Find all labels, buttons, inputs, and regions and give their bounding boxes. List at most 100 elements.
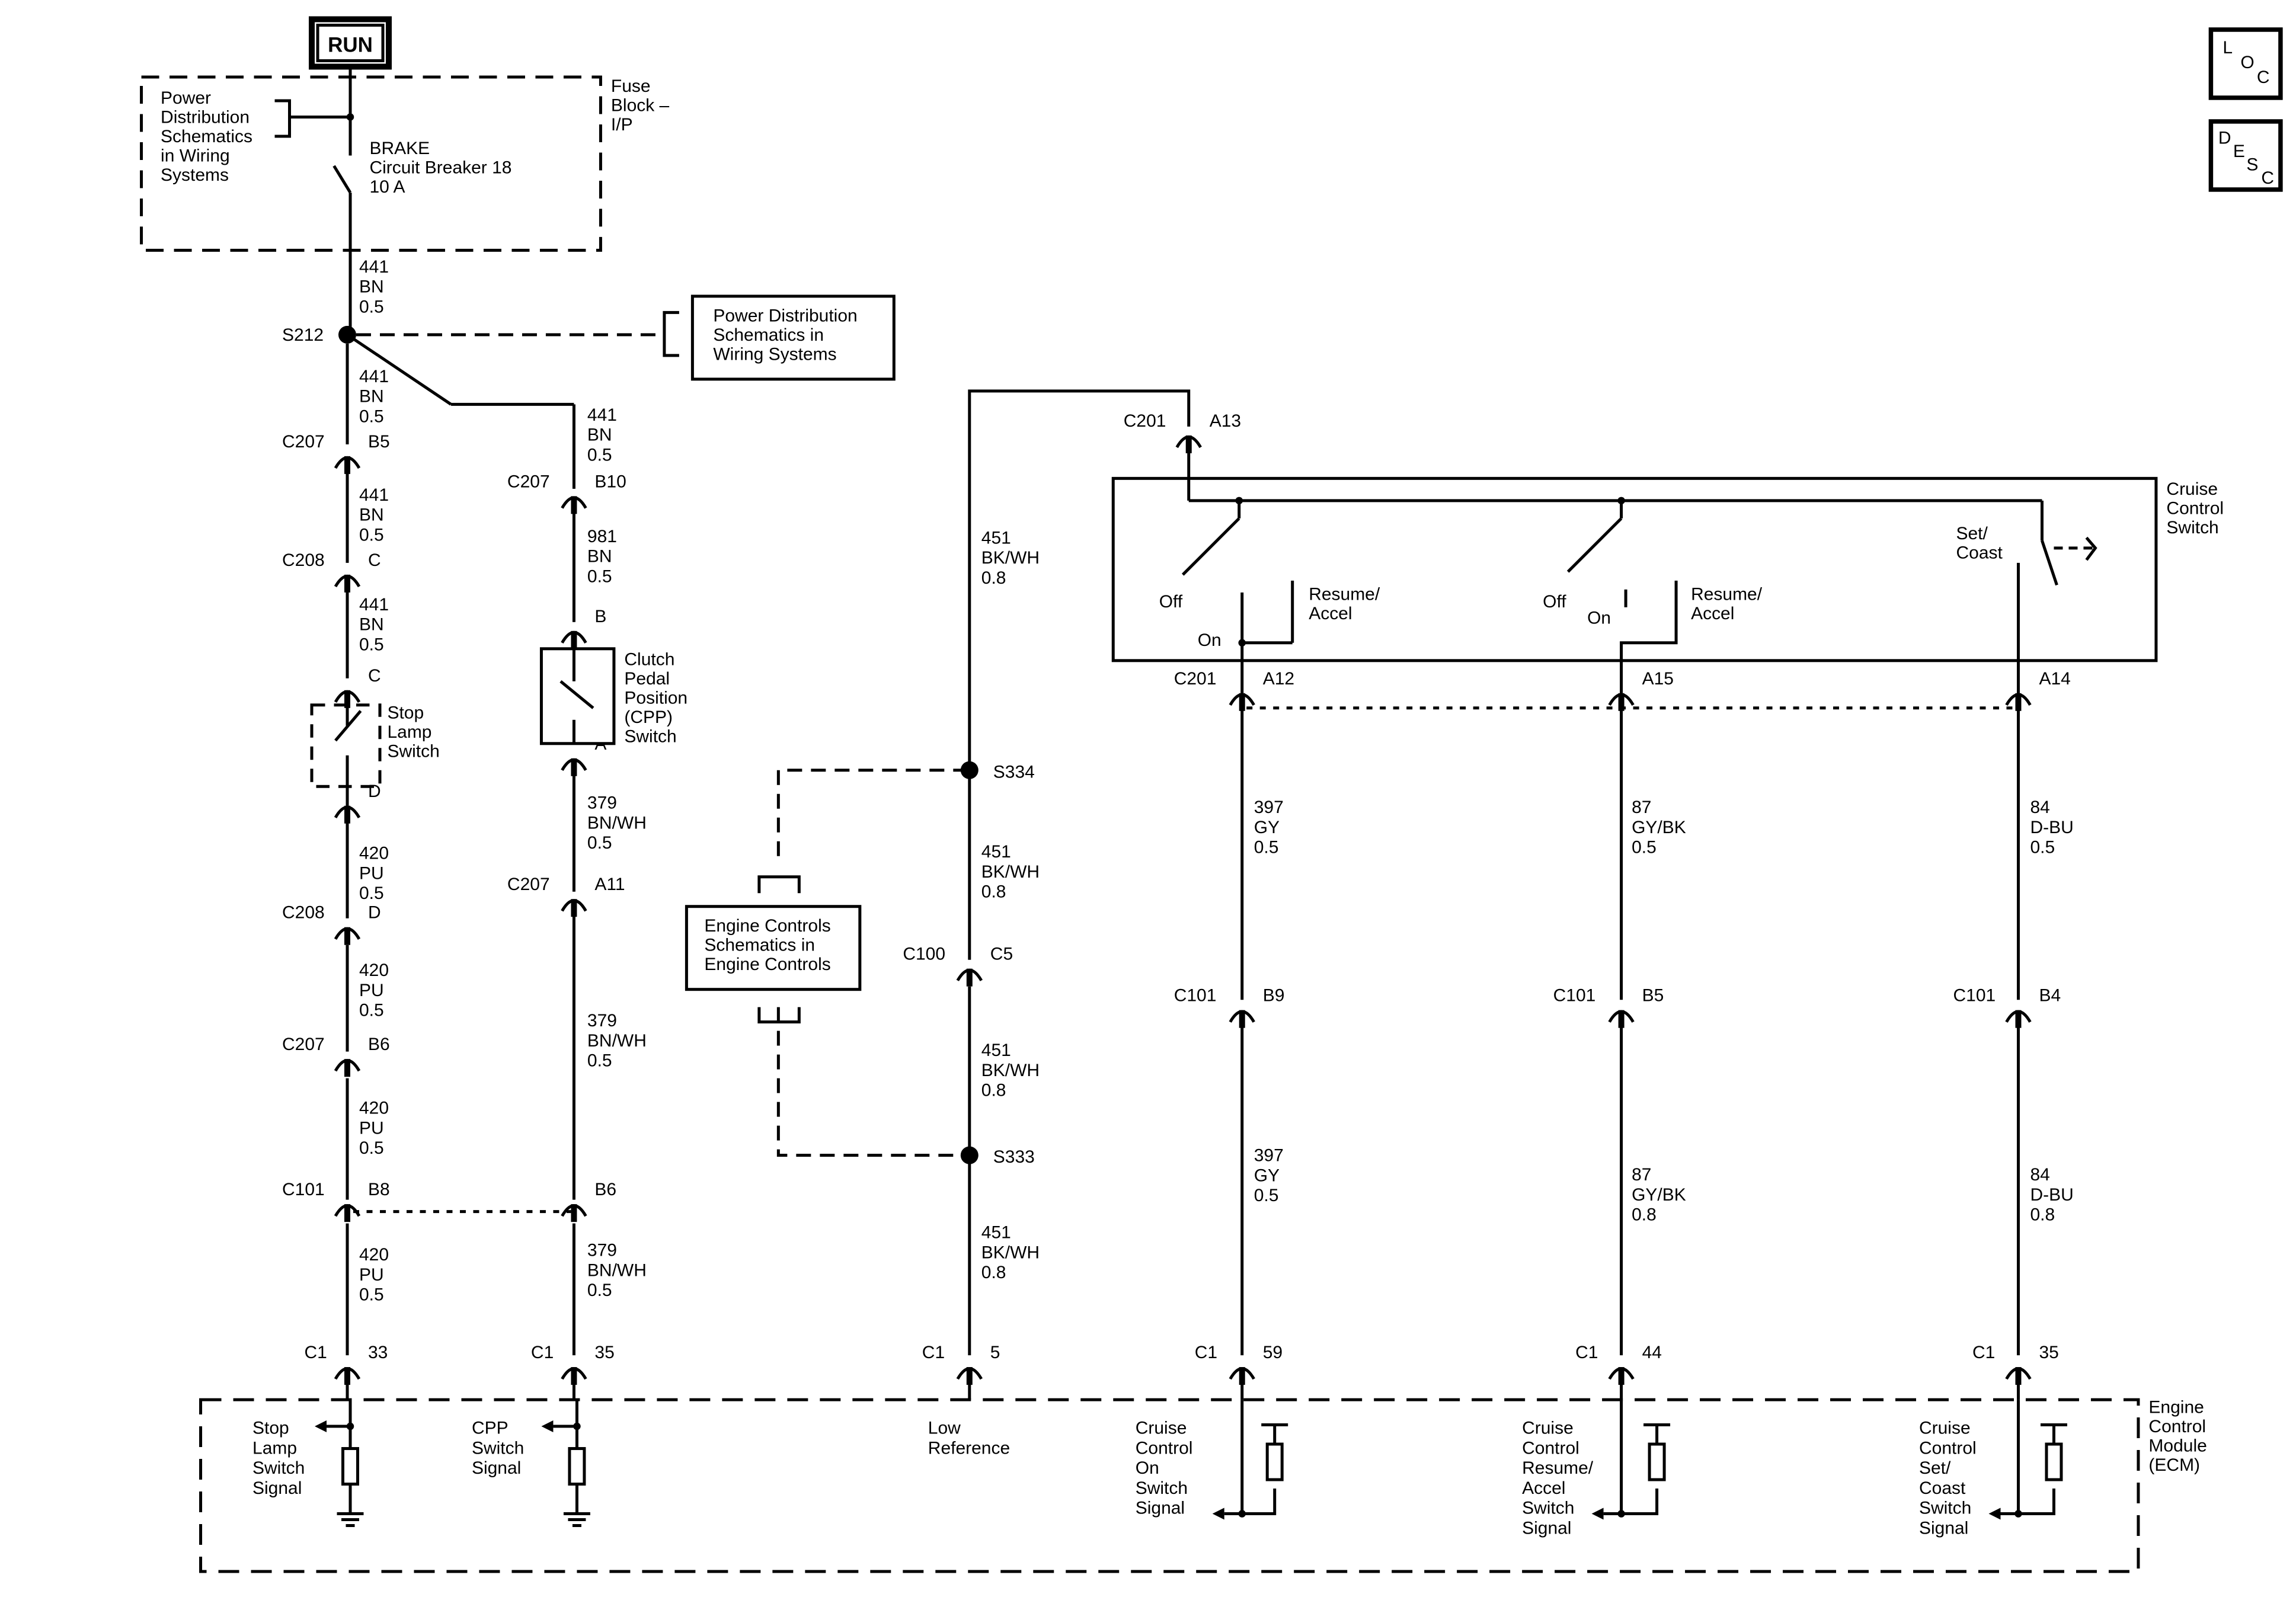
fuse-block-ref-text: Distribution [161,107,250,127]
connector-name: C1 [1972,1343,1995,1362]
connector-name: C201 [1174,669,1217,689]
fuse-block-ref-text: Systems [161,165,229,185]
breaker-label: Circuit Breaker 18 [369,158,511,177]
ecm-signal-label: Resume/ [1522,1458,1594,1478]
connector-cavity: A14 [2039,669,2070,689]
wire-label: PU [359,1265,384,1285]
wire-label: 441 [587,405,617,425]
desc-letter: D [2218,128,2231,148]
connector-pin [344,690,350,708]
connector-cavity: B4 [2039,986,2061,1006]
connector-pin [966,968,973,987]
connector-cavity: C [368,550,381,570]
resistor-symbol [1648,1442,1666,1481]
splice-label: S334 [993,762,1035,782]
ecm-module: Engine Control Module (ECM) [199,1398,2207,1573]
cpp-switch-label: Pedal [624,669,670,689]
power-distribution-ref-box[interactable]: Power Distribution Schematics in Wiring … [690,295,896,381]
circuit-breaker-symbol [332,165,352,194]
connector-pin [2015,1010,2022,1028]
ref-box-text: Wiring Systems [713,344,836,364]
stop-lamp-switch: Stop Lamp Switch [310,703,440,788]
wire-label: BN [359,387,384,406]
fuse-block-name: Fuse [611,76,651,96]
wire-label: 0.5 [359,635,384,654]
ecm-signal-label: Switch [1136,1478,1188,1498]
wire-label: 441 [359,595,389,614]
wire-label: BN/WH [587,1031,647,1051]
engine-controls-ref: S334 S333 [757,761,1035,1167]
desc-button[interactable]: D E S C [2208,119,2283,192]
wire-label: 981 [587,527,617,546]
switch-state-label: Resume/ [1309,584,1380,604]
ecm-wire [1242,1489,1277,1516]
wire-label: 0.5 [359,406,384,426]
wire-label: 0.5 [587,566,612,586]
wire-label: BN [359,277,384,297]
ecm-signal-label: Signal [1522,1518,1571,1538]
stop-lamp-switch-label: Lamp [387,722,431,742]
wire-label: 0.5 [1254,1186,1279,1205]
switch-state-label: Resume/ [1691,584,1763,604]
run-label-box: RUN [309,16,392,70]
connector-cavity: 59 [1263,1343,1283,1362]
wire-label: 420 [359,1099,389,1118]
splice-s333-dot [960,1146,978,1164]
connector-name: C101 [1953,986,1996,1006]
connector-cavity: B6 [594,1180,616,1199]
engine-controls-ref-box[interactable]: Engine Controls Schematics in Engine Con… [685,905,862,991]
ecm-signal-label: Cruise [1522,1419,1574,1438]
resistor-symbol [2045,1442,2063,1481]
wire-label: 0.8 [981,882,1006,902]
connector-cavity: D [368,782,381,801]
connector-pin [1618,1010,1625,1028]
ecm-signal-label: Cruise [1136,1419,1187,1438]
wire-label: 451 [981,1223,1011,1243]
wire-layer [346,343,2020,1400]
wire-label: BN/WH [587,1260,647,1280]
ecm-wire [2018,1489,2055,1516]
stop-lamp-switch-label: Stop [387,703,424,722]
wire-label: 0.5 [587,833,612,853]
ecm-name: Engine [2148,1398,2204,1417]
stop-lamp-switch-label: Switch [387,741,439,761]
connector-cavity: B10 [594,472,626,491]
switch-state-label: Accel [1309,604,1352,623]
connector-cavity: B6 [368,1035,390,1054]
breaker-label: 10 A [369,177,405,197]
fuse-block-ref-text: Power [161,88,211,108]
ecm-signal-label: Signal [252,1478,302,1498]
connector-pin [571,758,577,776]
connector-name: C207 [507,875,550,894]
wire-label-layer: 441BN0.5441BN0.5441BN0.5441BN0.5441BN0.5… [359,257,2074,1305]
wire-label: 84 [2030,1165,2049,1185]
wire-label: BN [359,505,384,525]
loc-button[interactable]: L O C [2208,27,2283,100]
connector-pin [344,927,350,945]
resistor-symbol [341,1447,359,1486]
wire-label: 451 [981,842,1011,862]
arrow-icon [1591,1507,1604,1520]
arrow-icon [1212,1507,1224,1520]
wire-label: 0.8 [2030,1205,2055,1225]
connector-cavity: 35 [2039,1343,2058,1362]
wire-label: 0.5 [359,1001,384,1020]
wire-label: GY [1254,818,1280,837]
connector-name: C201 [1124,411,1166,431]
arrow-icon [541,1420,554,1433]
wire-label: 379 [587,1011,617,1030]
wire-label: 420 [359,844,389,863]
wire-label: D-BU [2030,1185,2073,1205]
connector-name: C101 [1553,986,1596,1006]
connector-pin [966,1367,973,1385]
wire-label: 0.5 [587,445,612,465]
wire-label: PU [359,1118,384,1138]
switch-state-label: Accel [1691,604,1734,623]
connector-pin [2015,1367,2022,1385]
wire-label: 0.8 [981,1081,1006,1100]
wire-label: 0.5 [359,1285,384,1305]
ecm-signal-label: Stop [252,1419,289,1438]
wire-label: 441 [359,485,389,505]
ecm-signal-label: Control [1919,1438,1977,1458]
